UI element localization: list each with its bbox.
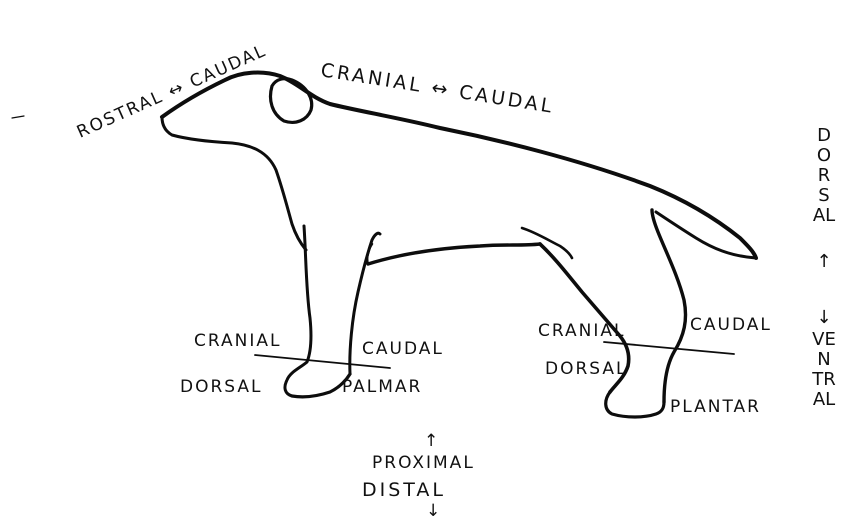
label-plantar: PLANTAR	[670, 397, 761, 417]
label-rostral-caudal: ROSTRAL ↔ CAUDAL	[74, 41, 270, 143]
dog-hind-paw	[606, 392, 664, 417]
dog-tail-underside	[656, 212, 756, 258]
dorsal-up-arrow: ↑	[812, 252, 836, 272]
dog-belly	[368, 244, 540, 264]
dog-muzzle-neck	[162, 117, 306, 250]
label-front-cranial: CRANIAL	[194, 331, 281, 351]
dog-outline	[162, 73, 756, 417]
label-proximal: PROXIMAL	[372, 453, 475, 473]
dog-ear	[271, 79, 312, 123]
label-dorsal-vertical: DORSAL	[812, 126, 836, 226]
ventral-down-arrow: ↓	[812, 308, 836, 328]
stray-mark	[12, 116, 24, 118]
label-hind-dorsal: DORSAL	[545, 359, 628, 379]
label-palmar: PALMAR	[342, 377, 422, 397]
distal-down-arrow: ↓	[426, 501, 442, 519]
proximal-up-arrow: ↑	[424, 431, 440, 451]
label-distal: DISTAL	[362, 479, 446, 501]
hind-limb-axis-line	[604, 342, 734, 354]
label-hind-caudal: CAUDAL	[690, 315, 772, 335]
label-hind-cranial: CRANIAL	[538, 321, 625, 341]
label-front-dorsal: DORSAL	[180, 377, 263, 397]
dog-hind-leg-back-edge	[652, 210, 686, 402]
label-front-caudal: CAUDAL	[362, 339, 444, 359]
dog-front-leg-front-edge	[285, 226, 311, 396]
label-ventral-vertical: VENTRAL	[812, 330, 836, 410]
dog-elbow-line	[367, 244, 372, 264]
